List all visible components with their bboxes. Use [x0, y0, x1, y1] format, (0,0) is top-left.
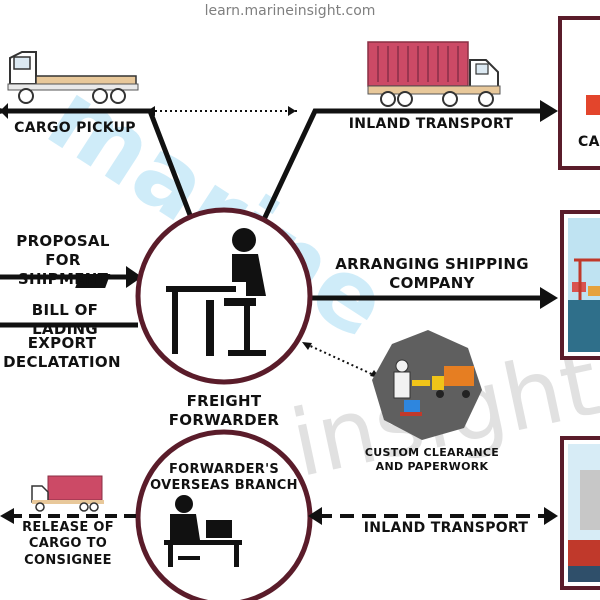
- custom-clearance-label: CUSTOM CLEARANCE AND PAPERWORK: [364, 446, 500, 473]
- carrier-label: CA: [578, 134, 600, 150]
- arrow-inland-bottom: [544, 507, 558, 525]
- inland-transport-top-label: INLAND TRANSPORT: [348, 116, 514, 132]
- source-text: learn.marineinsight.com: [204, 3, 376, 19]
- arrow-release: [0, 508, 14, 524]
- customs-icon: [372, 330, 482, 440]
- inland-line-top: [257, 108, 545, 230]
- bill-of-lading-label: BILL OF LADING: [31, 301, 99, 338]
- office-worker-icon: [164, 495, 242, 567]
- inland-transport-bottom-label: INLAND TRANSPORT: [363, 520, 529, 536]
- container-truck-icon: [367, 41, 501, 107]
- freight-forwarder-label: FREIGHT FORWARDER: [168, 392, 280, 429]
- pickup-line: [0, 108, 198, 229]
- cargo-pickup-label: CARGO PICKUP: [14, 120, 136, 136]
- flatbed-truck-icon: [7, 51, 139, 104]
- carrier-box: [558, 16, 600, 170]
- port-box: [560, 210, 600, 360]
- small-container-truck-icon: [31, 475, 104, 512]
- export-declaration-label: EXPORT DECLATATION: [3, 334, 121, 371]
- arrow-head-top-right: [540, 100, 558, 122]
- forwarder-circle: [135, 207, 313, 385]
- overseas-branch-label: FORWARDER'S OVERSEAS BRANCH: [150, 462, 298, 494]
- arrow-proposal: [126, 266, 142, 288]
- consignee-box: [560, 436, 600, 590]
- arrow-shipping: [540, 287, 558, 309]
- release-cargo-label: RELEASE OF CARGO TO CONSIGNEE: [22, 520, 114, 568]
- arranging-shipping-label: ARRANGING SHIPPING COMPANY: [335, 255, 529, 292]
- freight-forwarder-icon: [75, 228, 266, 356]
- overseas-branch-circle: [135, 429, 313, 600]
- proposal-label: PROPOSAL FOR SHIPMENT: [16, 232, 110, 288]
